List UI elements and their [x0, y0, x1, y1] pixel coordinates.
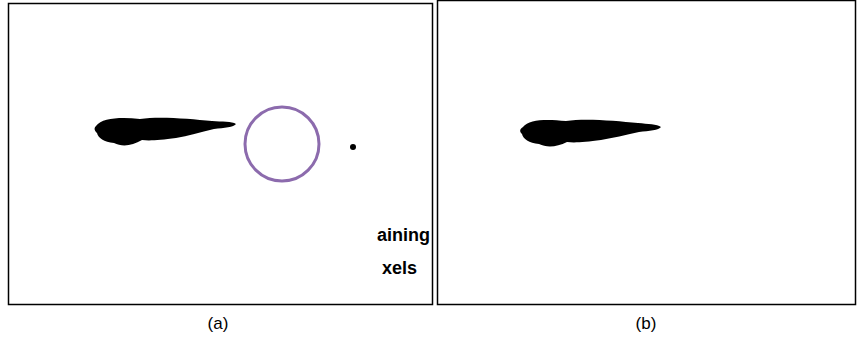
- cropped-label: aining: [377, 226, 430, 244]
- blob-silhouette: [95, 118, 236, 146]
- residual-dot: [350, 144, 356, 150]
- panel-caption: (b): [636, 315, 657, 332]
- cropped-label: xels: [382, 259, 417, 277]
- panel-frame: [9, 4, 433, 305]
- panel-caption: (a): [208, 315, 229, 332]
- panel-frame: [438, 1, 856, 305]
- highlight-circle: [245, 107, 319, 181]
- blob-silhouette: [520, 120, 661, 147]
